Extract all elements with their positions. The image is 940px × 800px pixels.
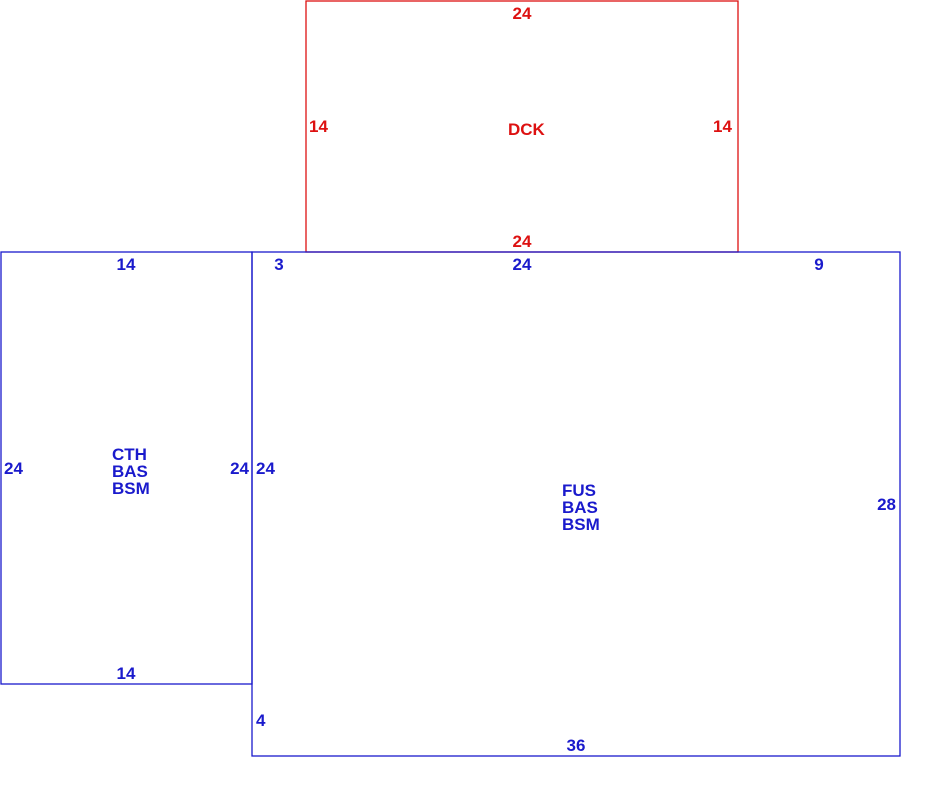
main-section-top-middle-dimension: 24 xyxy=(513,255,532,274)
main-section-left-dimension: 24 xyxy=(256,459,275,478)
left-section-code-2: BAS xyxy=(112,462,148,481)
main-section-top-right-dimension: 9 xyxy=(814,255,823,274)
left-section-top-dimension: 14 xyxy=(117,255,136,274)
main-section-bottom-dimension: 36 xyxy=(567,736,586,755)
deck-top-dimension: 24 xyxy=(513,4,532,23)
deck-code: DCK xyxy=(508,120,546,139)
left-section-code-1: CTH xyxy=(112,445,147,464)
main-section-right-dimension: 28 xyxy=(877,495,896,514)
main-section-code-1: FUS xyxy=(562,481,596,500)
left-section-left-dimension: 24 xyxy=(4,459,23,478)
main-section-outline xyxy=(251,251,901,757)
main-section-code-3: BSM xyxy=(562,515,600,534)
deck-bottom-dimension: 24 xyxy=(513,232,532,251)
main-section-code-2: BAS xyxy=(562,498,598,517)
left-section-right-dimension: 24 xyxy=(230,459,249,478)
deck-right-dimension: 14 xyxy=(713,117,732,136)
main-section-bottom-left-dimension: 4 xyxy=(256,711,266,730)
deck-left-dimension: 14 xyxy=(309,117,328,136)
main-section-top-left-dimension: 3 xyxy=(274,255,283,274)
left-section-bottom-dimension: 14 xyxy=(117,664,136,683)
left-section-code-3: BSM xyxy=(112,479,150,498)
